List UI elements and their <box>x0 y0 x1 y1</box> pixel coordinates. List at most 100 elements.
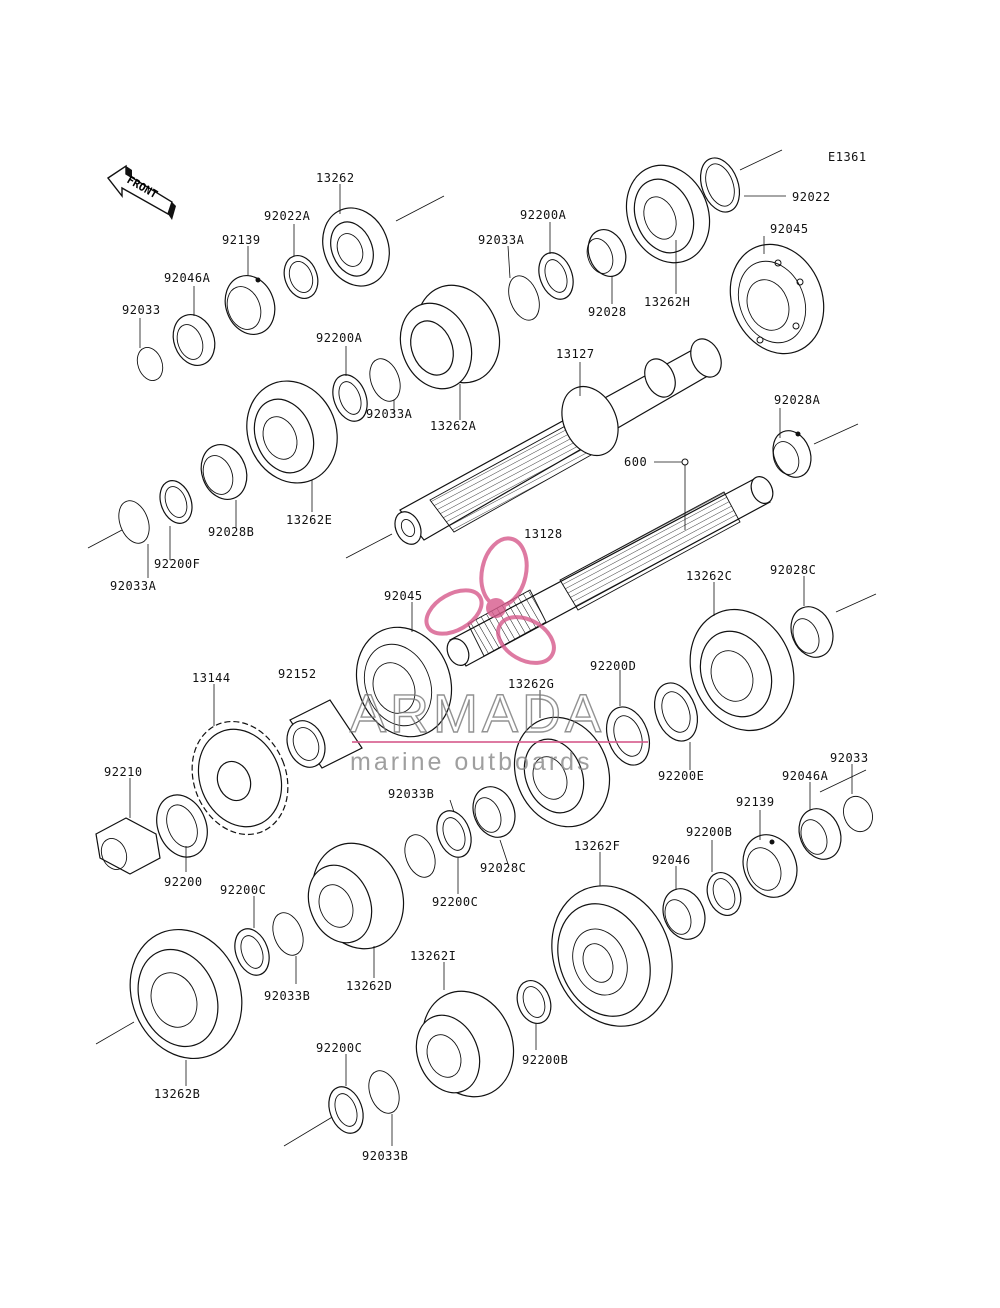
part-92028C-top[interactable] <box>784 600 841 663</box>
part-92200C-low[interactable] <box>323 1082 369 1138</box>
propeller-logo-icon <box>424 536 556 665</box>
part-13262C[interactable] <box>672 594 811 746</box>
part-92046[interactable] <box>656 882 713 945</box>
label-92210: 92210 <box>104 765 143 779</box>
label-92200C-low: 92200C <box>316 1041 362 1055</box>
part-92200A-mid[interactable] <box>327 370 373 426</box>
label-92028: 92028 <box>588 305 627 319</box>
label-92033A-top: 92033A <box>478 233 525 247</box>
part-92033-top[interactable] <box>133 344 167 384</box>
part-92046A-right[interactable] <box>792 802 849 865</box>
part-13262D[interactable] <box>297 829 419 962</box>
part-92139-top[interactable] <box>217 269 283 342</box>
label-13262C: 13262C <box>686 569 732 583</box>
label-13262E: 13262E <box>286 513 332 527</box>
label-13262I: 13262I <box>410 949 456 963</box>
label-92033A-low: 92033A <box>110 579 157 593</box>
watermark-brand: ARMADA <box>350 684 605 744</box>
label-92033B-low: 92033B <box>362 1149 408 1163</box>
lower-axis-lines <box>95 1021 335 1147</box>
label-92200F: 92200F <box>154 557 200 571</box>
part-13262F[interactable] <box>531 868 692 1045</box>
part-92022[interactable] <box>694 153 747 218</box>
label-92033B-left: 92033B <box>264 989 310 1003</box>
upper-axis-lines <box>87 149 859 559</box>
label-92022: 92022 <box>792 190 831 204</box>
label-92028C-top: 92028C <box>770 563 816 577</box>
part-13262E[interactable] <box>232 367 353 496</box>
part-92200E[interactable] <box>647 677 705 747</box>
part-13127-output-shaft[interactable] <box>390 334 727 549</box>
label-92139-right: 92139 <box>736 795 775 809</box>
part-92045-top[interactable] <box>714 230 839 368</box>
label-13262F: 13262F <box>574 839 620 853</box>
part-92045-mid[interactable] <box>340 613 467 751</box>
part-92200B-right[interactable] <box>701 868 746 920</box>
part-13262[interactable] <box>311 198 400 296</box>
part-13262B[interactable] <box>111 913 261 1076</box>
part-92028[interactable] <box>582 224 632 281</box>
label-92200A-top: 92200A <box>520 208 567 222</box>
part-92033B-left[interactable] <box>267 909 308 960</box>
part-92200F[interactable] <box>154 476 197 528</box>
label-92028A: 92028A <box>774 393 821 407</box>
part-92033A-mid[interactable] <box>364 355 405 406</box>
part-13262A[interactable] <box>388 273 514 400</box>
label-13262H: 13262H <box>644 295 690 309</box>
label-13262B: 13262B <box>154 1087 200 1101</box>
label-13262: 13262 <box>316 171 355 185</box>
part-92033B-low[interactable] <box>363 1067 404 1118</box>
part-92210-nut[interactable] <box>95 817 161 875</box>
label-92028B: 92028B <box>208 525 254 539</box>
part-13262I[interactable] <box>405 977 529 1110</box>
label-92033B-mid: 92033B <box>388 787 434 801</box>
part-92028B[interactable] <box>194 438 254 506</box>
front-arrow-icon: FRONT <box>106 164 176 220</box>
label-92200: 92200 <box>164 875 203 889</box>
part-92046A-top[interactable] <box>166 309 221 372</box>
part-13144-sprocket[interactable] <box>176 707 305 849</box>
label-92028C-mid: 92028C <box>480 861 526 875</box>
label-92022A: 92022A <box>264 209 311 223</box>
part-92028C-mid[interactable] <box>466 780 523 843</box>
label-13262G: 13262G <box>508 677 554 691</box>
diagram-id: E1361 <box>828 150 867 164</box>
part-92200B-low[interactable] <box>511 976 556 1028</box>
label-92200A-mid: 92200A <box>316 331 363 345</box>
label-600: 600 <box>624 455 647 469</box>
part-92033A-top[interactable] <box>503 272 545 325</box>
marker-600 <box>654 458 689 530</box>
part-13262H[interactable] <box>612 153 724 276</box>
middle-axis-lines <box>819 593 877 793</box>
label-92200C-left: 92200C <box>220 883 266 897</box>
watermark-tagline: marine outboards <box>350 748 593 776</box>
label-92200B-low: 92200B <box>522 1053 568 1067</box>
part-92200D[interactable] <box>599 701 657 771</box>
label-92046A-right: 92046A <box>782 769 829 783</box>
label-13144: 13144 <box>192 671 231 685</box>
part-92200C-left[interactable] <box>229 924 275 980</box>
label-92200C-mid: 92200C <box>432 895 478 909</box>
label-92046: 92046 <box>652 853 691 867</box>
part-92033-right[interactable] <box>839 792 878 835</box>
part-92028A[interactable] <box>766 425 817 483</box>
leader-lines <box>129 184 853 1146</box>
label-92046A-top: 92046A <box>164 271 211 285</box>
part-92152[interactable] <box>280 699 363 773</box>
part-92200[interactable] <box>148 787 216 864</box>
part-92033B-mid[interactable] <box>399 831 440 882</box>
part-92033A-low[interactable] <box>113 497 154 548</box>
label-92045-mid: 92045 <box>384 589 423 603</box>
label-13262A: 13262A <box>430 419 477 433</box>
part-92139-right[interactable] <box>734 827 806 906</box>
part-92200C-mid[interactable] <box>431 806 477 862</box>
part-13262G[interactable] <box>498 703 625 841</box>
label-92045-top: 92045 <box>770 222 809 236</box>
armada-watermark: ARMADA marine outboards <box>349 536 648 776</box>
label-13127: 13127 <box>556 347 595 361</box>
part-92200A-top[interactable] <box>533 248 579 304</box>
part-92022A[interactable] <box>278 251 323 303</box>
label-92139-top: 92139 <box>222 233 261 247</box>
label-92200D: 92200D <box>590 659 636 673</box>
